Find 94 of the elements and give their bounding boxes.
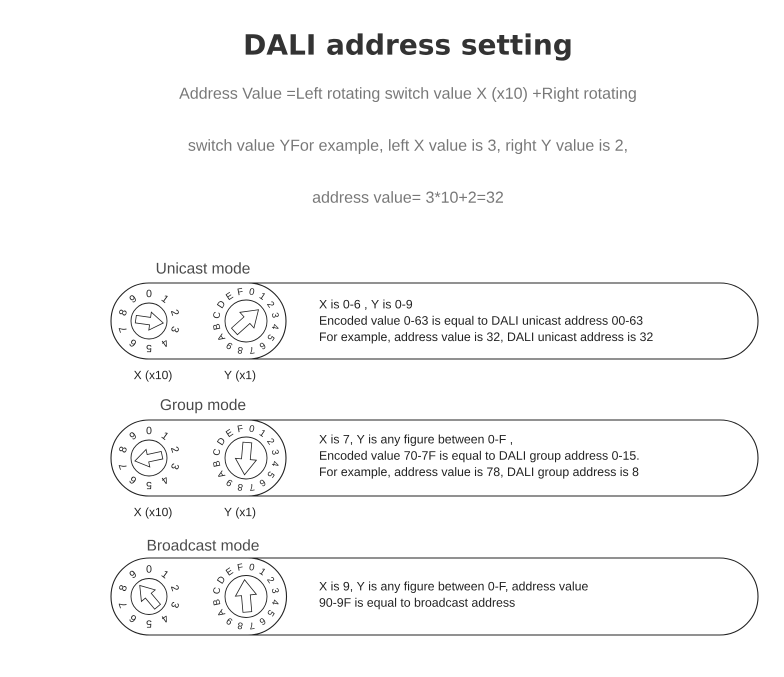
dial-digit: 5: [146, 620, 152, 628]
dial-digit: 3: [171, 326, 179, 332]
description-text: X is 7, Y is any figure between 0-F ,: [319, 434, 512, 446]
dial-digit: D: [216, 301, 224, 308]
dial-digit: 8: [119, 446, 127, 452]
dial-digit: 7: [118, 604, 127, 608]
dial-digit: 0: [146, 426, 152, 434]
dial-digit: 7: [250, 347, 255, 354]
description-text: For example, address value is 78, DALI group address is 8: [320, 467, 638, 479]
dial-digit: 0: [250, 288, 254, 295]
dial-digit: 9: [226, 342, 232, 350]
dial-digit: B: [213, 460, 220, 467]
dial-digit: 6: [260, 618, 266, 625]
dial-digit: 8: [119, 585, 127, 591]
dial-digit: 8: [238, 622, 243, 630]
dial-digit: 3: [272, 588, 279, 594]
dial-digit: 9: [130, 570, 136, 578]
dial-digit: 9: [226, 618, 232, 625]
dial-digit: E: [226, 428, 234, 438]
dial-digit: C: [213, 312, 220, 318]
dial-digit: 2: [170, 310, 179, 316]
description-text: X is 9, Y is any figure between 0-F, address value 90-9F is equal to broadcast address: [319, 582, 588, 610]
dial-digit: 8: [238, 484, 243, 491]
dial-digit: D: [216, 438, 224, 446]
dial-digit: 5: [268, 610, 275, 617]
switch-label: X (x10): [134, 370, 172, 382]
dial-digit: E: [226, 567, 234, 576]
switch-label: X (x10): [134, 507, 172, 519]
dial-digit: 1: [161, 296, 168, 304]
dial-digit: 2: [266, 576, 274, 584]
dial-digit: 4: [162, 340, 167, 348]
dial-digit: C: [213, 587, 220, 594]
dial-digit: A: [218, 470, 226, 477]
dial-digit: 4: [272, 600, 279, 604]
dial-digit: 3: [171, 464, 179, 470]
dial-digit: 7: [118, 328, 127, 333]
dial-digit: 4: [162, 616, 167, 623]
dial-digit: 3: [272, 312, 279, 318]
dial-digit: 4: [272, 324, 279, 329]
dial-digit: 5: [146, 482, 152, 490]
mode-heading: Unicast mode: [156, 262, 250, 274]
dial-digit: 6: [260, 342, 266, 350]
dial-digit: B: [213, 599, 220, 606]
dial-digit: 5: [268, 472, 275, 478]
title: DALI address setting: [246, 33, 571, 61]
dial-digit: 1: [259, 430, 265, 437]
dial-digit: 9: [226, 480, 232, 486]
dial-digit: 8: [119, 310, 127, 316]
mode-heading: Broadcast mode: [148, 539, 259, 551]
dial-digit: 5: [268, 334, 275, 342]
dial-digit: 9: [130, 295, 136, 302]
dial-digit: 7: [118, 465, 127, 470]
dial-digit: F: [237, 563, 243, 571]
dial-digit: A: [218, 608, 226, 616]
switch-label: Y (x1): [224, 370, 256, 382]
dial-digit: 5: [146, 344, 152, 352]
dial-digit: C: [213, 448, 220, 456]
description-text: Encoded value 0-63 is equal to DALI unicast address 00-63: [320, 316, 643, 328]
dial-digit: 1: [161, 432, 168, 440]
dial-digit: E: [226, 292, 234, 300]
dial-digit: 0: [250, 564, 254, 570]
dial-digit: 1: [161, 571, 168, 579]
intro-text: Address Value =Left rotating switch value X (x10) +Right rotating switch value YFor example, left X value is 3, right Y value is 2, address value= 3*10+2=32: [179, 87, 636, 203]
dial-digit: B: [213, 324, 220, 330]
description-text: Encoded value 70-7F is equal to DALI group address 0-15.: [320, 450, 638, 462]
dial-digit: 0: [146, 565, 152, 573]
dial-digit: 1: [259, 568, 265, 576]
dial-digit: D: [216, 576, 224, 584]
description-text: X is 0-6 , Y is 0-9: [319, 300, 412, 310]
dial-digit: 2: [266, 301, 274, 308]
dial-digit: 2: [266, 438, 274, 445]
dial-digit: 6: [130, 615, 136, 622]
dial-digit: 6: [260, 480, 266, 486]
dial-digit: 7: [250, 622, 255, 630]
dial-digit: 0: [250, 425, 254, 432]
dial-digit: 9: [130, 432, 136, 440]
dial-digit: F: [237, 288, 243, 296]
dial-digit: 3: [272, 450, 279, 455]
dial-digit: F: [237, 424, 243, 432]
dial-digit: 4: [272, 461, 279, 466]
dial-digit: 7: [250, 484, 255, 492]
dial-digit: 2: [170, 446, 179, 453]
switch-label: Y (x1): [224, 507, 256, 519]
dial-digit: 0: [146, 290, 152, 298]
dial-digit: 6: [130, 476, 136, 484]
description-text: For example, address value is 32, DALI unicast address is 32: [320, 332, 653, 344]
mode-heading: Group mode: [160, 398, 246, 414]
dial-digit: 1: [259, 293, 265, 300]
dial-digit: 3: [171, 602, 179, 608]
dial-digit: 2: [170, 585, 179, 592]
dial-digit: 4: [162, 477, 167, 484]
dial-digit: 6: [130, 340, 136, 347]
dial-digit: A: [218, 333, 226, 340]
dial-digit: 8: [238, 347, 243, 354]
